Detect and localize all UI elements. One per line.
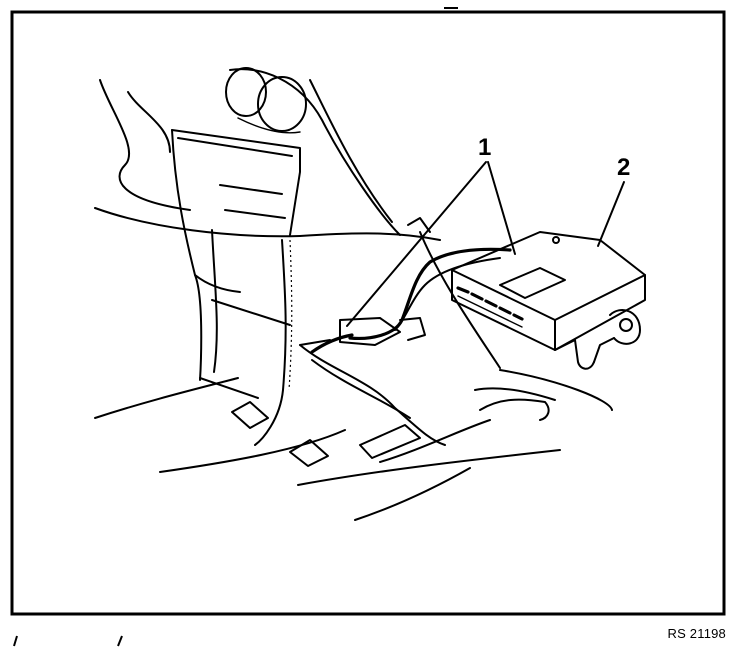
center-console [171,129,301,446]
reference-code: RS 21198 [667,626,726,641]
control-module [451,231,646,370]
floor-tunnel [94,231,613,521]
stray-mark-left [13,635,18,647]
callout-2-label: 2 [617,154,630,181]
dashboard-outline [94,67,401,238]
stray-mark-right [117,635,123,647]
callout-1-label: 1 [478,134,491,161]
illustration-frame [10,10,726,616]
wiring-harness [299,217,512,354]
leader-lines [346,161,625,327]
